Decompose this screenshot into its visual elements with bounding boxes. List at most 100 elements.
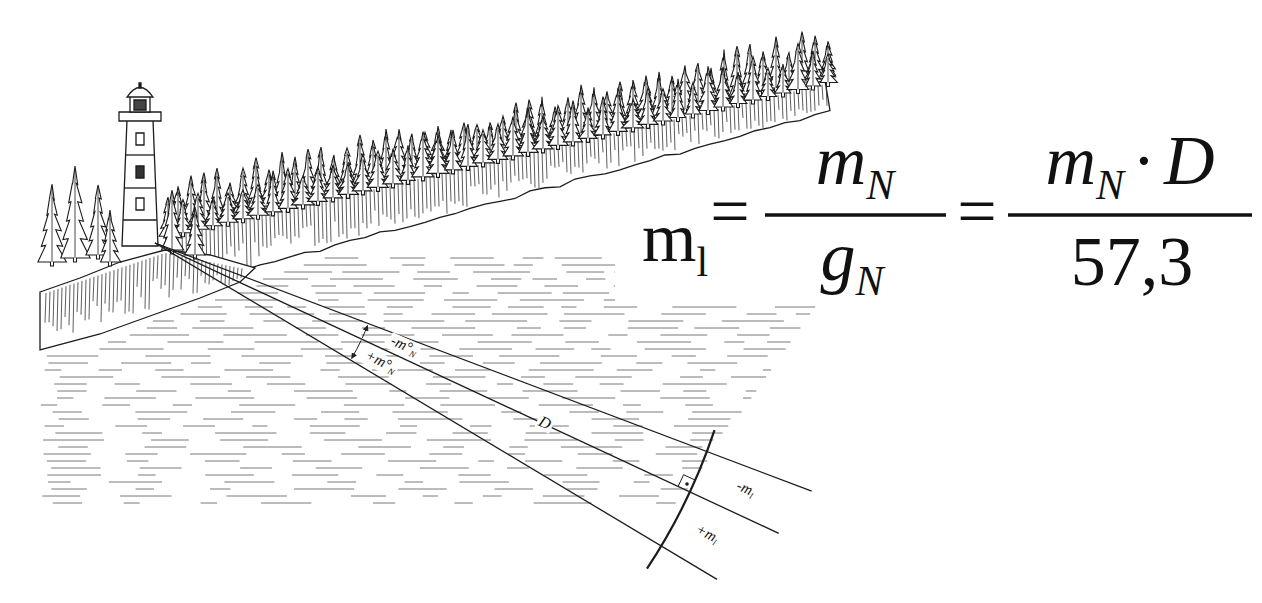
bank-hatch <box>61 288 62 330</box>
water-hatch <box>470 426 491 427</box>
water-hatch <box>454 503 472 504</box>
water-hatch <box>499 356 559 357</box>
water-hatch <box>255 342 319 343</box>
water-hatch <box>327 482 356 483</box>
river-bank <box>40 80 830 350</box>
water-hatch <box>562 265 615 266</box>
water-hatch <box>545 286 579 287</box>
spruce-tree <box>669 79 685 122</box>
bank-hatch <box>458 170 459 202</box>
water-hatch <box>267 384 305 385</box>
formula-symbol: m <box>816 122 867 199</box>
bank-hatch <box>670 120 671 142</box>
bank-hatch <box>117 269 118 302</box>
water-hatch <box>614 272 616 273</box>
spruce-tree <box>503 117 523 160</box>
bank-hatch <box>626 131 627 147</box>
bank-hatch <box>718 109 719 138</box>
water-hatch <box>674 426 728 427</box>
bank-hatch <box>674 119 675 150</box>
bank-hatch <box>45 293 46 323</box>
tree-stem <box>408 149 409 180</box>
water-hatch <box>685 405 713 406</box>
bank-hatch <box>794 91 795 116</box>
bank-hatch <box>125 266 126 314</box>
formula-symbol: = <box>957 173 996 250</box>
tree-stem <box>753 61 754 100</box>
tree-stem <box>423 136 424 177</box>
bank-hatch <box>770 97 771 121</box>
bank-hatch <box>201 260 202 275</box>
water-hatch <box>620 391 660 392</box>
bank-hatch <box>197 260 198 293</box>
near-bank <box>40 250 255 350</box>
water-hatch <box>124 503 140 504</box>
bank-hatch <box>498 160 499 197</box>
water-hatch <box>358 447 411 448</box>
water-hatch <box>312 321 363 322</box>
bank-hatch <box>450 172 451 202</box>
water-hatch <box>388 461 436 462</box>
water-hatch <box>562 482 599 483</box>
tree-stem <box>573 105 574 142</box>
formula-symbol: g <box>820 218 855 295</box>
bank-hatch <box>686 117 687 133</box>
bank-hatch <box>69 285 70 325</box>
water-hatch <box>420 468 469 469</box>
bank-hatch <box>802 90 803 111</box>
bank-hatch <box>562 145 563 162</box>
bank-hatch <box>226 224 227 254</box>
water-hatch <box>398 419 462 420</box>
bank-hatch <box>474 166 475 186</box>
bank-hatch <box>810 88 811 112</box>
bank-hatch <box>590 139 591 157</box>
water-hatch <box>514 265 533 266</box>
tree-stem <box>295 161 296 200</box>
water-hatch <box>201 503 218 504</box>
water-hatch <box>53 503 82 504</box>
bank-hatch <box>242 220 243 243</box>
bank-hatch <box>246 219 247 266</box>
formula-term: ml <box>642 203 708 283</box>
water-hatch <box>524 440 577 441</box>
water-hatch <box>256 286 288 287</box>
water-hatch <box>138 475 156 476</box>
water-hatch <box>601 356 637 357</box>
bank-hatch <box>145 259 146 309</box>
bank-hatch <box>229 266 230 285</box>
water-hatch <box>215 433 276 434</box>
bank-hatch <box>181 256 182 289</box>
water-hatch <box>210 489 231 490</box>
equals-sign: = <box>957 177 996 247</box>
spruce-tree <box>820 54 837 87</box>
tree-stem <box>228 197 229 222</box>
water-hatch <box>239 405 295 406</box>
water-hatch <box>508 307 544 308</box>
water-hatch <box>310 433 346 434</box>
bank-hatch <box>238 221 239 251</box>
bearing-line <box>155 243 717 579</box>
bank-hatch <box>57 289 58 331</box>
spruce-tree <box>460 124 477 170</box>
water-hatch <box>634 482 650 483</box>
bank-hatch <box>662 122 663 151</box>
water-hatch <box>316 293 362 294</box>
tree-stem <box>776 41 777 88</box>
tower-band <box>123 219 157 220</box>
water-hatch <box>373 503 395 504</box>
bank-hatch <box>49 292 50 323</box>
water-hatch <box>525 461 562 462</box>
water-hatch <box>628 328 678 329</box>
water-hatch <box>238 293 278 294</box>
bank-hatch <box>418 179 419 218</box>
water-hatch <box>576 468 622 469</box>
water-hatch <box>153 321 174 322</box>
water-hatch <box>619 496 659 497</box>
bank-hatch <box>570 144 571 174</box>
spruce-tree <box>352 155 372 195</box>
water-hatch <box>478 342 532 343</box>
tree-stem <box>594 91 595 130</box>
water-hatch <box>400 426 417 427</box>
bank-hatch <box>462 169 463 206</box>
spruce-tree <box>338 163 358 198</box>
